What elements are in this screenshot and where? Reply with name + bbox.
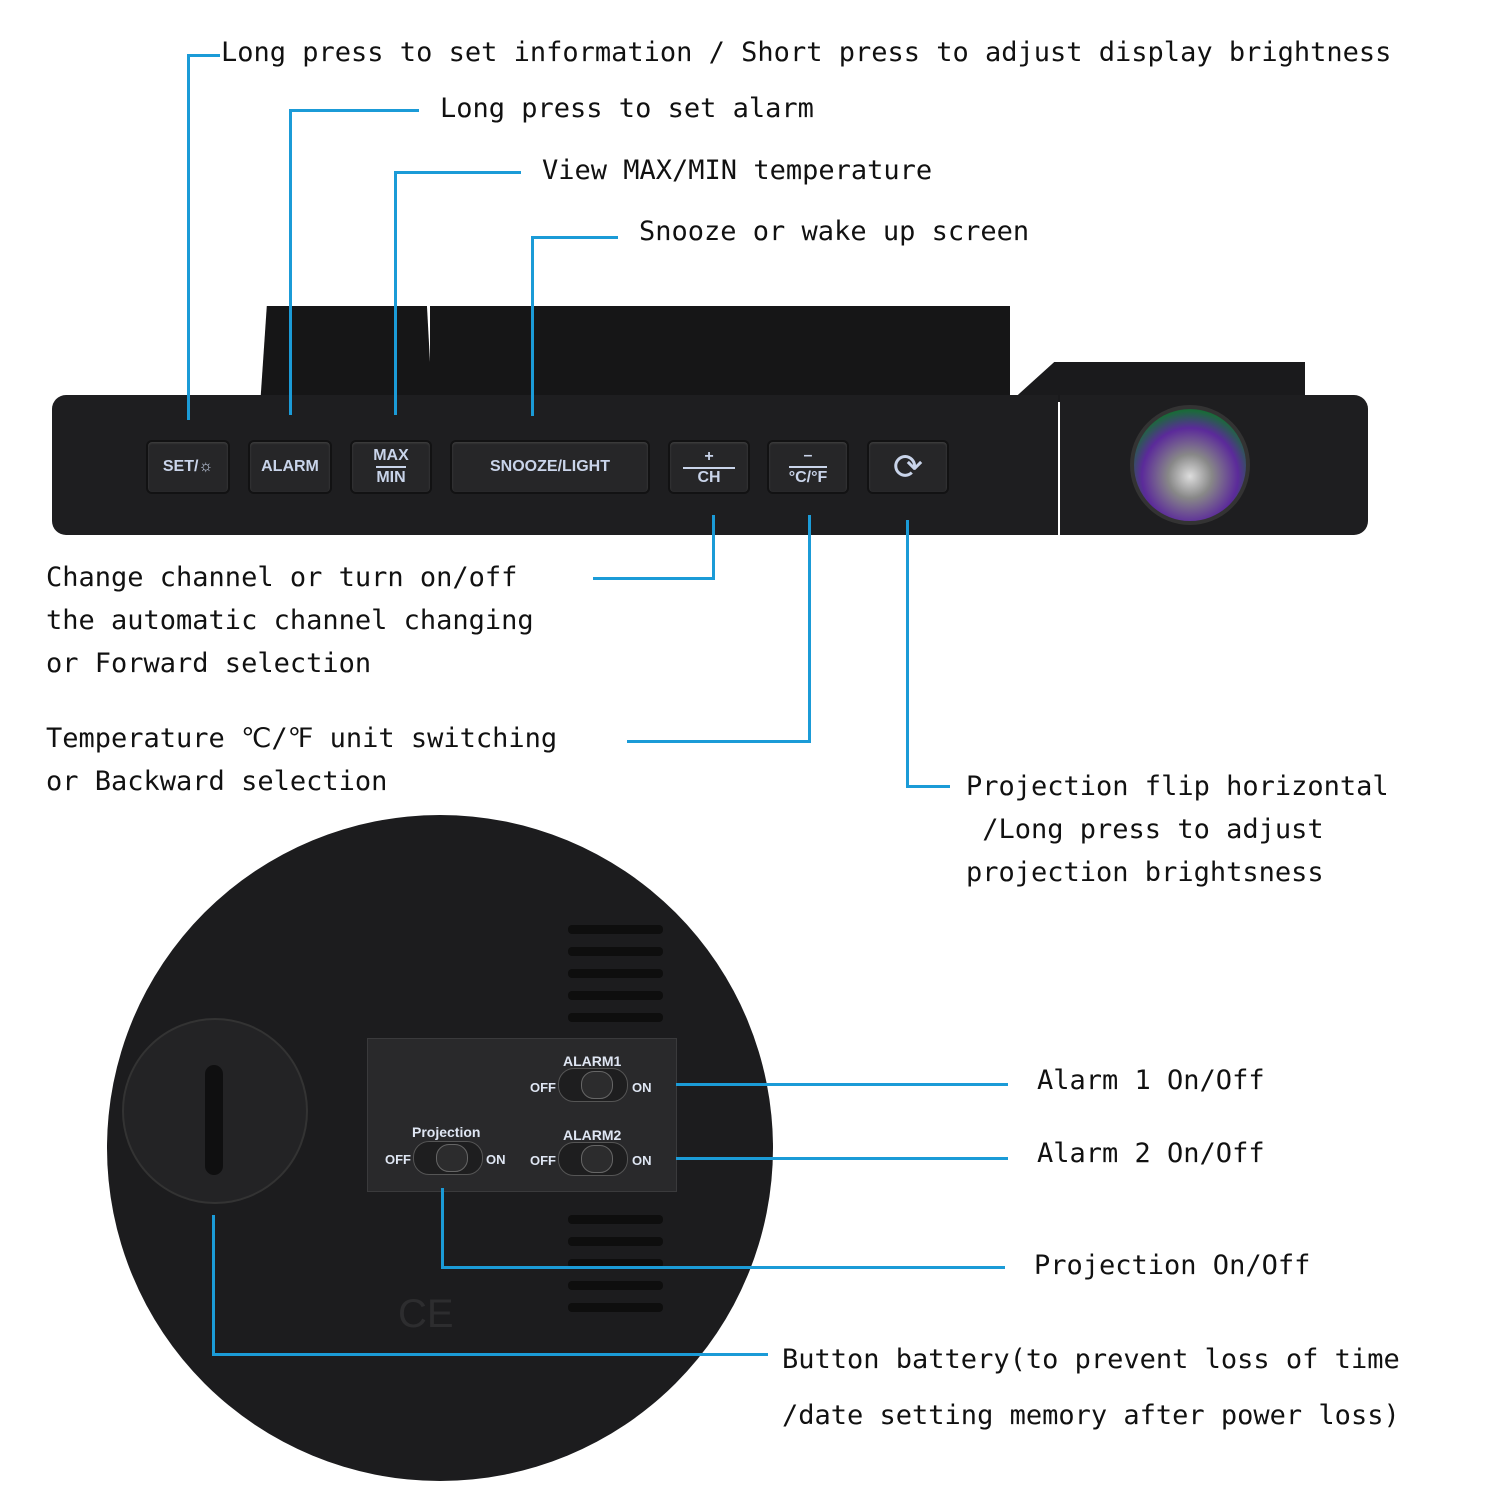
- leader-line: [187, 54, 220, 57]
- max-label: MAX: [373, 447, 409, 464]
- callout-line: the automatic channel changing: [46, 605, 534, 636]
- leader-line: [627, 740, 811, 743]
- alarm1-callout: Alarm 1 On/Off: [1037, 1065, 1265, 1096]
- leader-line: [593, 577, 715, 580]
- plus-ch-button[interactable]: +CH: [668, 440, 750, 494]
- callout-line: Projection flip horizontal: [966, 771, 1389, 802]
- projector-lens: [1130, 405, 1250, 525]
- callout-line: Change channel or turn on/off: [46, 562, 518, 593]
- leader-line: [906, 520, 909, 788]
- projection-switch[interactable]: [413, 1141, 483, 1175]
- minus-label: –: [803, 447, 813, 464]
- alarm2-switch[interactable]: [558, 1142, 628, 1176]
- leader-line: [187, 54, 190, 420]
- callout-line: projection brightsness: [966, 857, 1324, 888]
- ch-label: CH: [683, 466, 735, 487]
- vent: [568, 1281, 663, 1290]
- channel-callout: Change channel or turn on/off the automat…: [46, 556, 534, 685]
- vent: [568, 969, 663, 978]
- flip-callout: Projection flip horizontal /Long press t…: [966, 765, 1389, 894]
- maxmin-callout: View MAX/MIN temperature: [542, 155, 933, 186]
- alarm2-callout: Alarm 2 On/Off: [1037, 1138, 1265, 1169]
- leader-line: [906, 785, 950, 788]
- leader-line: [289, 109, 419, 112]
- unit-callout: Temperature ℃/℉ unit switching or Backwar…: [46, 717, 557, 803]
- minus-unit-button[interactable]: – °C/°F: [767, 440, 849, 494]
- leader-line: [441, 1188, 444, 1269]
- leader-line: [531, 236, 618, 239]
- callout-line: /Long press to adjust: [966, 814, 1324, 845]
- plus-label: +: [704, 447, 714, 465]
- vent: [568, 947, 663, 956]
- leader-line: [676, 1157, 1008, 1160]
- alarm1-switch[interactable]: [558, 1068, 628, 1102]
- alarm1-off: OFF: [530, 1080, 556, 1095]
- set-callout: Long press to set information / Short pr…: [221, 37, 1392, 68]
- snooze-label: SNOOZE/LIGHT: [490, 458, 610, 475]
- alarm2-label: ALARM2: [563, 1127, 622, 1143]
- battery-callout: Button battery(to prevent loss of time/d…: [782, 1332, 1400, 1444]
- leader-line: [289, 109, 292, 415]
- leader-line: [394, 171, 397, 415]
- callout-line: Temperature ℃/℉ unit switching: [46, 723, 558, 754]
- alarm1-on: ON: [632, 1080, 652, 1095]
- alarm-callout: Long press to set alarm: [440, 93, 814, 124]
- snooze-callout: Snooze or wake up screen: [639, 216, 1030, 247]
- alarm-label: ALARM: [261, 458, 319, 475]
- vent: [568, 925, 663, 934]
- alarm-button[interactable]: ALARM: [248, 440, 332, 494]
- projection-on: ON: [486, 1152, 506, 1167]
- vent: [568, 1013, 663, 1022]
- leader-line: [531, 236, 534, 416]
- alarm2-on: ON: [632, 1153, 652, 1168]
- leader-line: [712, 515, 715, 580]
- set-label: SET/☼: [162, 458, 214, 475]
- vent: [568, 1215, 663, 1224]
- callout-line: or Forward selection: [46, 648, 372, 679]
- max-min-button[interactable]: MAX MIN: [350, 440, 432, 494]
- vent: [568, 1237, 663, 1246]
- vent: [568, 991, 663, 1000]
- battery-cover-slot: [205, 1065, 223, 1175]
- alarm2-off: OFF: [530, 1153, 556, 1168]
- device-stand-back: [430, 306, 1010, 406]
- callout-line: /date setting memory after power loss): [782, 1400, 1400, 1431]
- callout-line: or Backward selection: [46, 766, 388, 797]
- ce-mark: CE: [398, 1292, 454, 1336]
- set-button[interactable]: SET/☼: [146, 440, 230, 494]
- vent: [568, 1303, 663, 1312]
- leader-line: [808, 515, 811, 743]
- alarm1-label: ALARM1: [563, 1053, 622, 1069]
- switch-panel: [367, 1038, 677, 1192]
- leader-line: [212, 1353, 768, 1356]
- leader-line: [394, 171, 521, 174]
- vent: [568, 1259, 663, 1268]
- leader-line: [212, 1215, 215, 1356]
- unit-label: °C/°F: [788, 466, 828, 487]
- callout-line: Button battery(to prevent loss of time: [782, 1344, 1400, 1375]
- rotate-arrows-icon: ⟳: [892, 446, 924, 487]
- leader-line: [676, 1083, 1008, 1086]
- snooze-light-button[interactable]: SNOOZE/LIGHT: [450, 440, 650, 494]
- projection-label: Projection: [412, 1124, 481, 1140]
- min-label: MIN: [376, 466, 406, 487]
- flip-button[interactable]: ⟳: [867, 440, 949, 494]
- projection-off: OFF: [385, 1152, 411, 1167]
- projection-callout: Projection On/Off: [1034, 1250, 1311, 1281]
- leader-line: [441, 1266, 1005, 1269]
